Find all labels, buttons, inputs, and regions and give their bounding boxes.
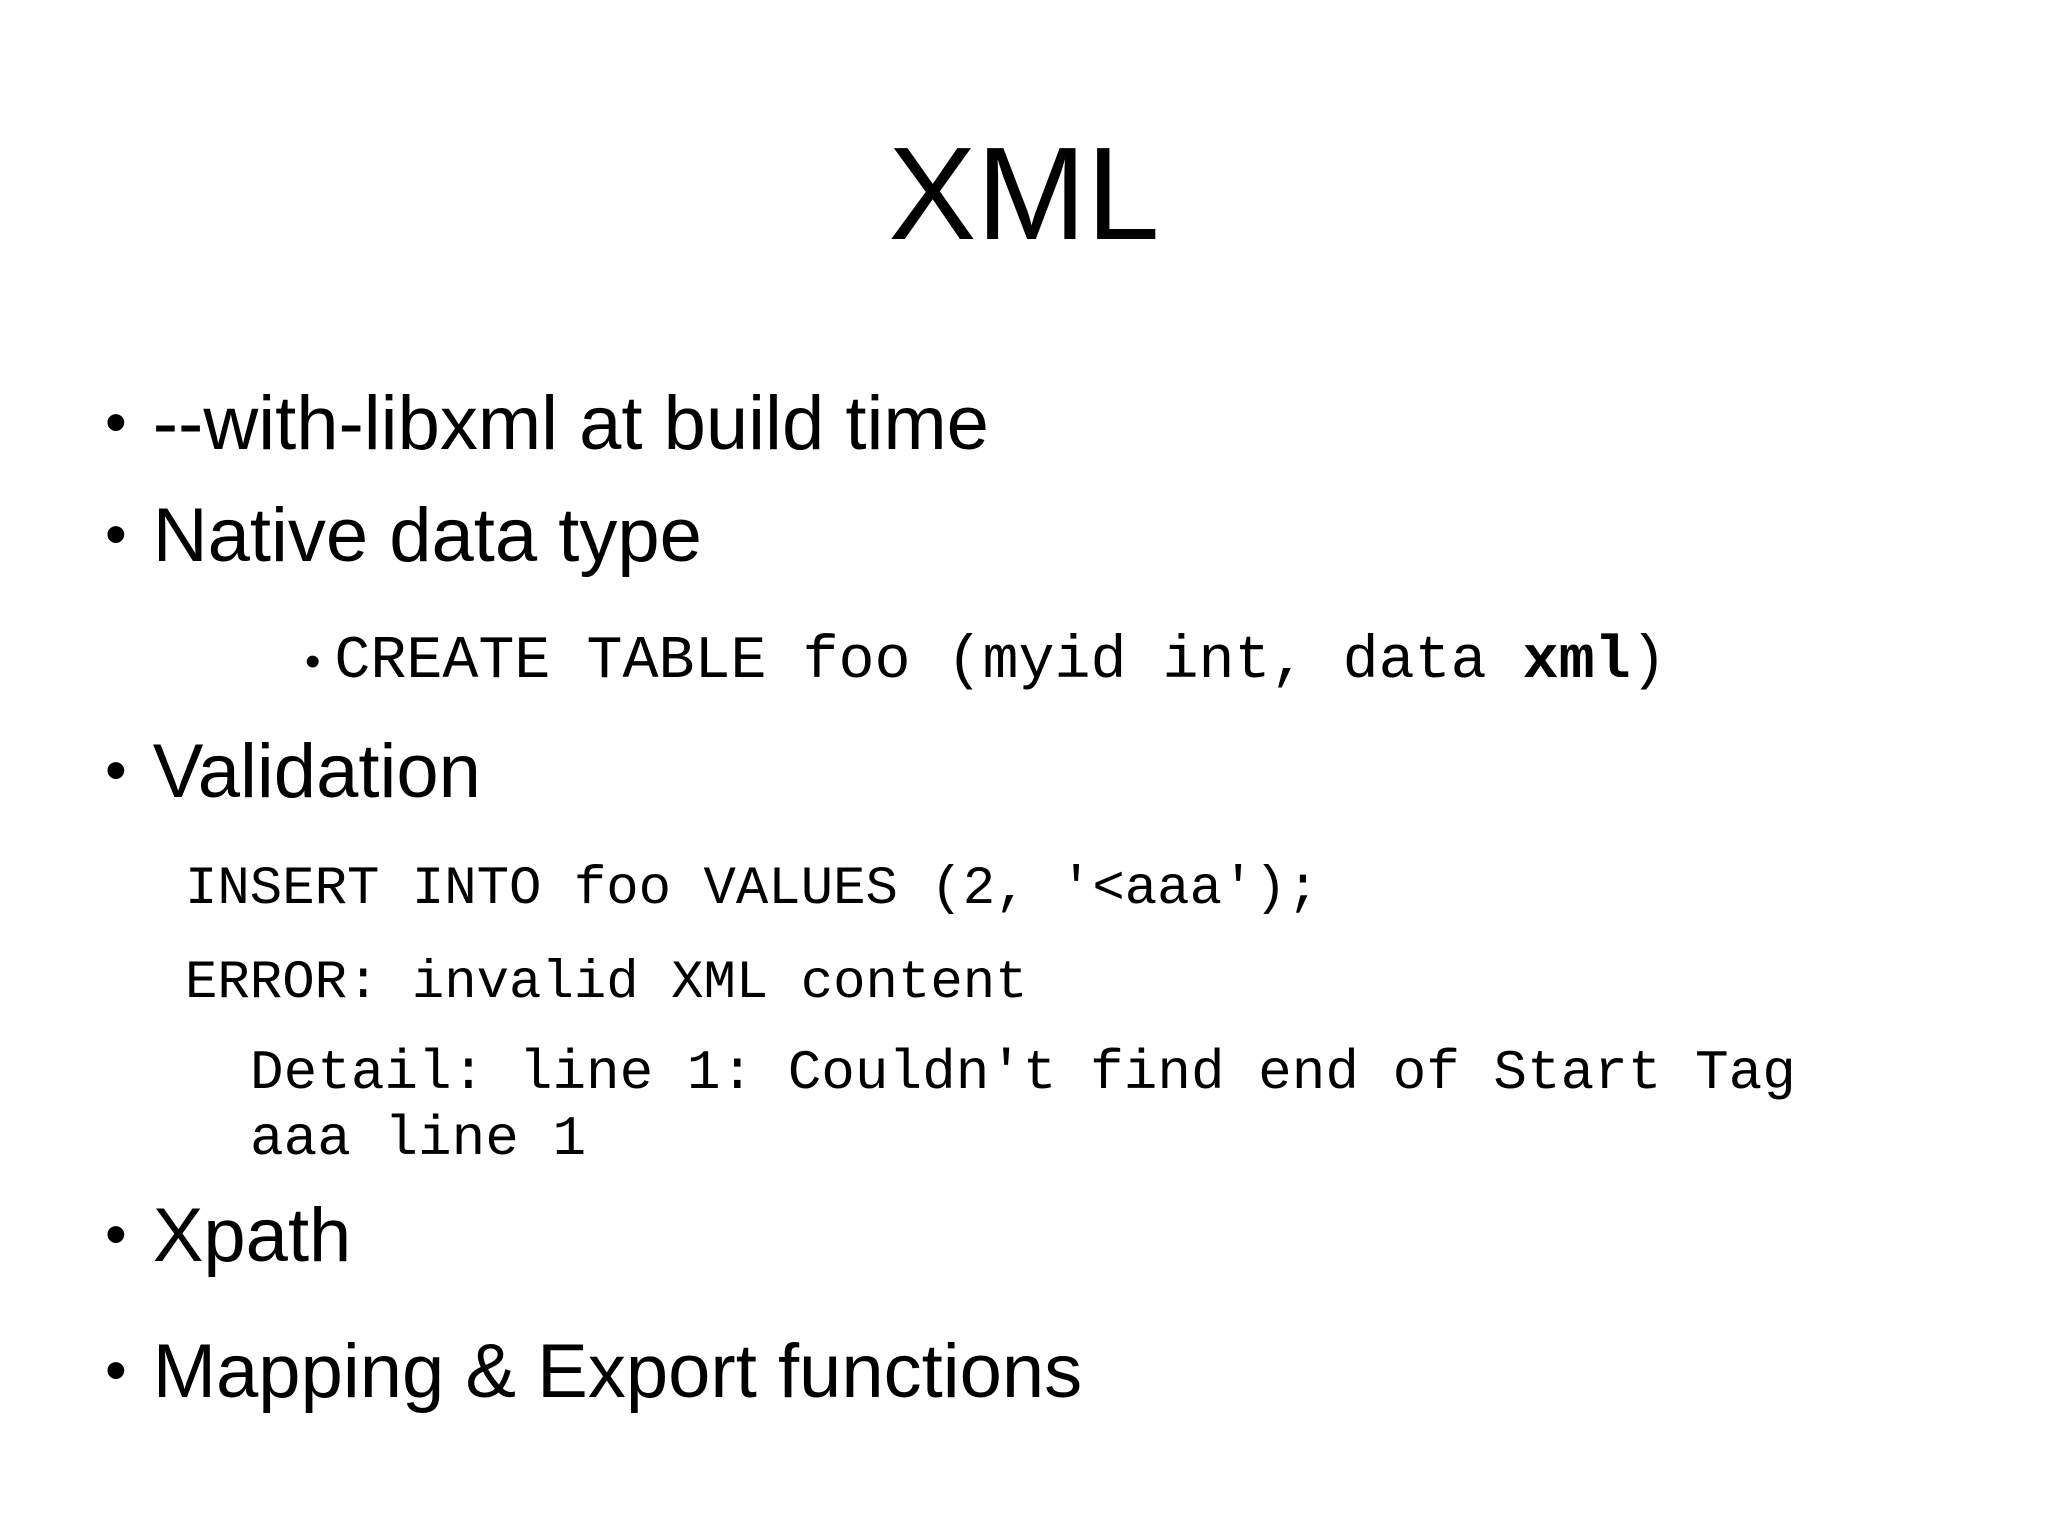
bullet-item-xpath: • Xpath bbox=[105, 1192, 351, 1279]
bullet-icon: • bbox=[305, 637, 321, 686]
bullet-item-label: Mapping & Export functions bbox=[152, 1329, 1083, 1414]
code-error-detail: Detail: line 1: Couldn't find end of Sta… bbox=[250, 1041, 1796, 1172]
code-create-table: CREATE TABLE foo (myid int, data xml) bbox=[334, 628, 1666, 697]
bullet-icon: • bbox=[105, 500, 127, 569]
bullet-icon: • bbox=[105, 736, 127, 805]
bullet-item-label: Native data type bbox=[152, 493, 702, 578]
code-error-message: ERROR: invalid XML content bbox=[185, 953, 1028, 1014]
bullet-item-mapping-export: • Mapping & Export functions bbox=[105, 1328, 1082, 1415]
sub-bullet-create-table: • CREATE TABLE foo (myid int, data xml) bbox=[305, 628, 1667, 697]
bullet-icon: • bbox=[105, 388, 127, 457]
bullet-icon: • bbox=[105, 1200, 127, 1269]
bullet-item-label: --with-libxml at build time bbox=[152, 381, 989, 466]
bullet-item-with-libxml: • --with-libxml at build time bbox=[105, 380, 989, 467]
code-create-prefix: CREATE TABLE foo (myid int, data bbox=[334, 628, 1523, 696]
bullet-item-native-data-type: • Native data type bbox=[105, 492, 702, 579]
bullet-icon: • bbox=[105, 1336, 127, 1405]
bullet-item-validation: • Validation bbox=[105, 728, 481, 815]
code-insert-statement: INSERT INTO foo VALUES (2, '<aaa'); bbox=[185, 859, 1320, 920]
code-create-xml-keyword: xml bbox=[1522, 628, 1631, 696]
bullet-item-label: Xpath bbox=[152, 1193, 352, 1278]
code-create-suffix: ) bbox=[1630, 628, 1667, 696]
bullet-item-label: Validation bbox=[152, 729, 481, 814]
slide-title: XML bbox=[888, 120, 1160, 267]
